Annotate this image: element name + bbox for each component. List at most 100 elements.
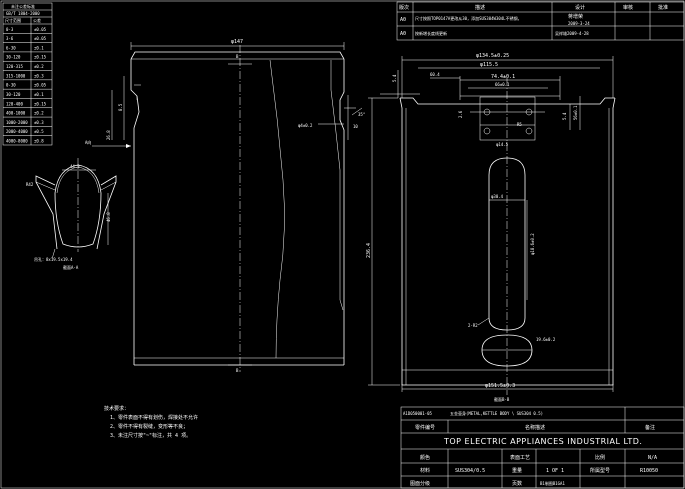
tolerance-value: ±0.15 <box>34 55 47 60</box>
material-value: SUS304/0.5 <box>455 468 485 474</box>
tolerance-value: ±0.5 <box>34 129 44 134</box>
cut-marker-top: B <box>236 54 239 59</box>
tolerance-table: 未注公差标准 GB/T 1804-2000 尺寸范围 公差 0-3 ±0.05 3-… <box>2 2 53 146</box>
label-scale: 比例 <box>595 454 605 461</box>
dim-2r2: 2-R2 <box>468 323 478 328</box>
dim-d19: 19.6±0.2 <box>536 337 556 342</box>
note-3: 3、未注尺寸按"~"标注，共 4 项。 <box>110 432 191 439</box>
tolerance-range: 120-315 <box>6 64 23 69</box>
rev-row1-desc: 尺寸按照TOP0147A更改从30，添加SUS304W304L不锈钢， <box>415 15 522 21</box>
rev-row1-designer: 蒋增荣 <box>568 13 583 20</box>
hang-hole-label: 吊孔：8x19.5x19.4 <box>34 256 73 262</box>
drawing-number: A1D050001-05 <box>403 411 432 416</box>
dim-d18: φ18.6±0.2 <box>530 233 535 255</box>
tolerance-value: ±0.8 <box>34 139 44 144</box>
dim-46: 46.8 <box>106 212 111 222</box>
model-value: R10050 <box>640 468 658 474</box>
rev-header-3: 审核 <box>623 4 633 11</box>
section-b-label: 截面B-B <box>494 396 510 402</box>
technical-notes: 技术要求： 1、零件表面不得有划伤，焊接处不允许 2、零件不得有裂缝，变形等不良… <box>104 405 198 439</box>
dim-h2: 2.6 <box>458 110 463 118</box>
dim-147: φ147 <box>231 39 243 45</box>
tolerance-range: 1000-2000 <box>6 120 28 125</box>
tolerance-header-range: 尺寸范围 <box>5 17 21 23</box>
dim-h10: 10 <box>353 124 358 129</box>
title-block: A1D050001-05 五金壶身(METAL,KETTLE BODY \ SU… <box>400 406 685 489</box>
dim-74: 74.4±0.1 <box>491 74 515 80</box>
note-1: 1、零件表面不得有划伤，焊接处不允许 <box>110 414 198 421</box>
tolerance-header-tol: 公差 <box>33 17 41 23</box>
rev-row2-desc: 按新增长度线更新 <box>415 30 447 36</box>
rev-row1-date: 2009-3-24 <box>568 21 590 26</box>
label-material: 材料 <box>420 467 430 474</box>
part-name-en: 五金壶身(METAL,KETTLE BODY \ SUS304 0.5) <box>450 410 543 416</box>
tolerance-range: 0-3 <box>6 27 14 32</box>
dim-60: 60.4 <box>430 72 440 77</box>
tolerance-range: 120-400 <box>6 101 23 106</box>
tolerance-range: 30-120 <box>6 55 21 60</box>
tolerance-value: ±0.3 <box>34 120 44 125</box>
cut-marker-bottom: B <box>236 368 239 373</box>
label-page: 页数 <box>512 480 522 487</box>
dim-d4: φ4±0.2 <box>298 123 313 128</box>
label-drawn: 图面分级 <box>410 480 430 487</box>
rev-row2-rev: A0 <box>400 31 406 37</box>
tolerance-range: 2000-4000 <box>6 129 28 134</box>
tolerance-subtitle: GB/T 1804-2000 <box>6 11 40 16</box>
tolerance-value: ±0.05 <box>34 27 47 32</box>
tolerance-range: 30-120 <box>6 92 21 97</box>
section-a-a-view: 44.8 46.8 R42 吊孔：8x19.5x19.4 截面A-A <box>26 158 117 270</box>
dim-r42: R42 <box>26 182 34 187</box>
quantity-value: 1 OF 1 <box>546 468 564 474</box>
drawn-value: B1制图B1GA1 <box>540 480 565 486</box>
dim-115: φ115.5 <box>480 62 498 68</box>
dim-151: φ151.5±0.3 <box>485 383 515 389</box>
tolerance-range: 6-30 <box>6 45 16 50</box>
tolerance-range: 0-30 <box>6 83 16 88</box>
tolerance-value: ±0.3 <box>34 73 44 78</box>
dim-44: 44.8 <box>70 164 80 169</box>
view-a-label: A向 <box>85 139 91 145</box>
dim-d30: φ30.4 <box>491 194 504 199</box>
tolerance-value: ±0.05 <box>34 83 47 88</box>
tolerance-range: 315-1000 <box>6 73 26 78</box>
scale-value: N/A <box>648 455 657 461</box>
label-part-no: 零件编号 <box>415 424 435 431</box>
section-b-b-view: φ30.4 φ18.6±0.2 19.6±0.2 2-R2 φ134.5±0.2… <box>366 53 616 402</box>
label-part-name: 名称描述 <box>525 424 545 431</box>
dim-h4: 5.4 <box>562 112 567 120</box>
tolerance-range: 3-6 <box>6 36 14 41</box>
label-surface: 表面工艺 <box>510 454 530 461</box>
tolerance-value: ±0.15 <box>34 101 47 106</box>
notes-title: 技术要求： <box>104 405 129 412</box>
tolerance-value: ±0.2 <box>34 64 44 69</box>
tolerance-range: 400-1000 <box>6 111 26 116</box>
rev-row1-rev: A0 <box>400 17 406 23</box>
tolerance-range: 4000-8000 <box>6 139 28 144</box>
label-color: 颜色 <box>420 454 430 461</box>
note-2: 2、零件不得有裂缝，变形等不良； <box>110 423 188 430</box>
dim-h8: 8.5 <box>118 103 123 111</box>
dim-h26: 26.8 <box>106 130 111 140</box>
rev-header-2: 设计 <box>575 4 585 11</box>
dim-angle-35: 35° <box>358 112 365 117</box>
kettle-body-view: φ147 8.5 26.8 A向 φ4±0.2 35° 10 B B <box>85 39 365 373</box>
dim-66: 66±0.1 <box>495 82 510 87</box>
tolerance-value: ±0.2 <box>34 111 44 116</box>
dim-r5: R5 <box>517 122 522 127</box>
dim-d14: φ14.5 <box>496 142 509 147</box>
tolerance-title: 未注公差标准 <box>11 3 35 9</box>
dim-h56: 56±0.1 <box>573 105 578 120</box>
dim-236: 236.4 <box>366 243 372 258</box>
tolerance-value: ±0.05 <box>34 36 47 41</box>
rev-header-4: 批准 <box>658 4 668 11</box>
rev-row2-designer: 吴祥雄2009-4-28 <box>555 30 589 36</box>
dim-h5: 5.4 <box>392 74 397 82</box>
label-weight: 重量 <box>512 467 522 474</box>
section-a-label: 截面A-A <box>63 264 79 270</box>
label-model: 所属型号 <box>590 467 610 474</box>
company-name: TOP ELECTRIC APPLIANCES INDUSTRIAL LTD. <box>443 437 642 446</box>
revision-table: 版次 描述 设计 审核 批准 A0 尺寸按照TOP0147A更改从30，添加SU… <box>396 1 685 41</box>
